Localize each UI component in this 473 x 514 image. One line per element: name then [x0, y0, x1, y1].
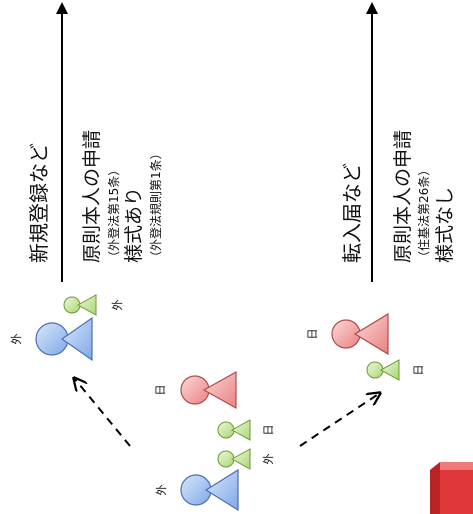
label-foreign-child-middle: 外 [262, 454, 275, 465]
person-japanese-right-icon [331, 312, 389, 356]
person-japanese-middle-icon [180, 370, 237, 410]
right-line1-note: （住基法第26条） [417, 164, 431, 263]
left-line1: 原則本人の申請 [81, 130, 103, 263]
label-foreign-topleft: 外 [10, 334, 23, 345]
person-child-right-icon [366, 359, 400, 381]
left-line2: 様式あり [123, 187, 145, 263]
person-child-topleft-icon [63, 294, 97, 316]
right-line2: 様式なし [434, 187, 456, 263]
label-japanese-middle: 日 [154, 385, 167, 396]
dashed-arrow-right [299, 393, 380, 447]
label-japanese-right: 日 [306, 329, 319, 340]
left-heading: 新規登録など [27, 143, 51, 263]
label-japanese-child-right: 日 [412, 365, 425, 376]
right-heading: 転入届など [340, 163, 364, 263]
left-line1-note: （外登法第15条） [106, 164, 121, 263]
person-child-middle1-icon [217, 419, 251, 441]
right-line1: 原則本人の申請 [392, 130, 414, 263]
label-japanese-child-middle: 日 [262, 425, 275, 436]
person-foreign-topleft-icon [35, 316, 93, 362]
label-foreign-child-topleft: 外 [111, 300, 124, 311]
label-foreign-bottomleft: 外 [155, 485, 168, 496]
right-axis-arrow [366, 2, 378, 282]
left-axis-arrow [56, 2, 68, 282]
person-foreign-bottomleft-icon [180, 468, 239, 512]
left-line2-note: （外登法規則第1条） [148, 147, 163, 263]
person-child-middle2-icon [217, 448, 251, 470]
dashed-arrow-left [74, 378, 131, 447]
right-section-text: 転入届など 原則本人の申請 （住基法第26条） 様式なし [340, 130, 456, 263]
left-section-text: 新規登録など 原則本人の申請 （外登法第15条） 様式あり （外登法規則第1条） [27, 130, 163, 263]
red-block-icon [430, 462, 473, 514]
